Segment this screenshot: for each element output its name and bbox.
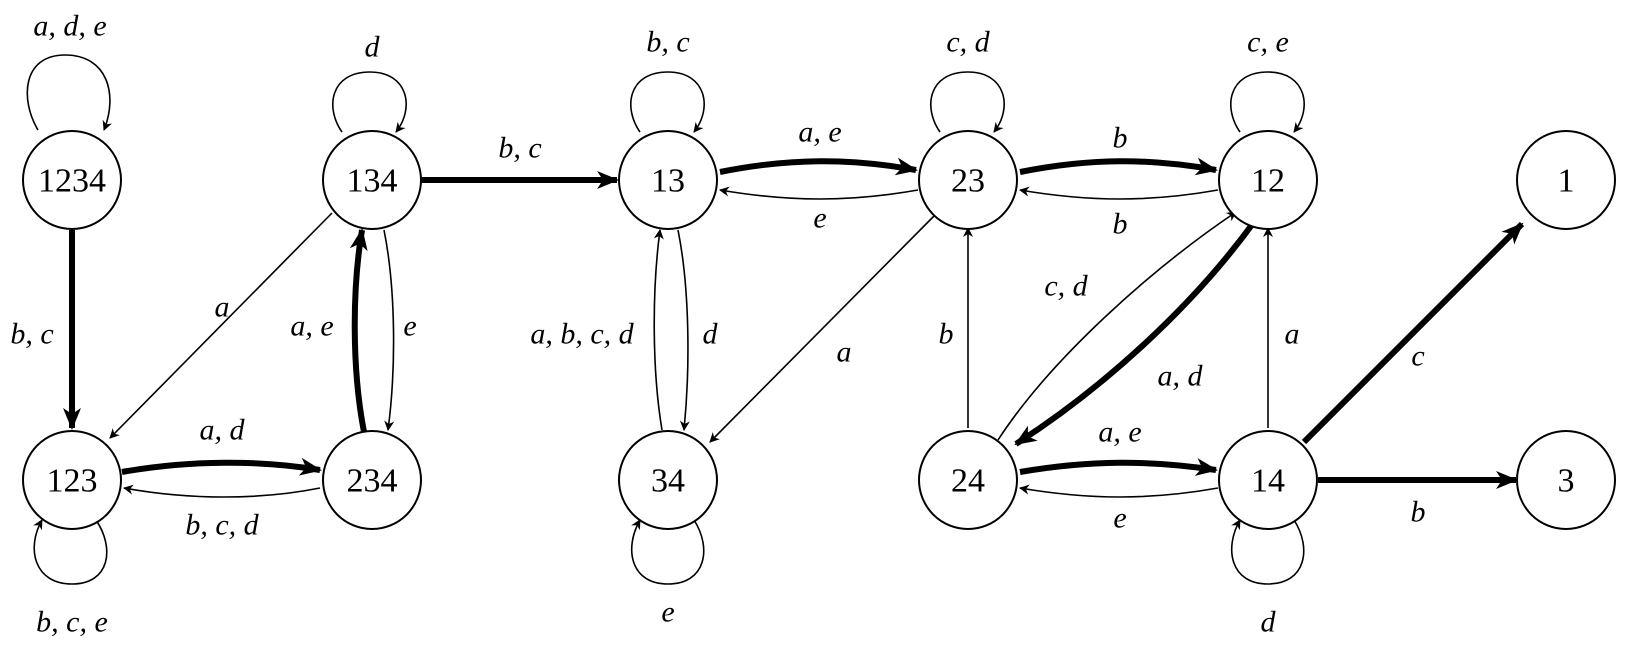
edge-234-to-134: a, e [290,228,368,433]
edge-label-14-12: a [1285,318,1300,351]
loop-14: d [1230,519,1305,639]
edge-label-134-123: a [215,291,230,324]
node-13: 13 [618,130,718,230]
edge-label-23-13: e [813,202,826,235]
edge-14-to-24: e [1019,484,1219,535]
node-23: 23 [918,130,1018,230]
node-label-1: 1 [1558,163,1575,200]
edge-14-to-12: a [1263,227,1300,428]
node-label-34: 34 [651,463,685,500]
edge-label-1234-123: b, c [10,318,53,351]
edge-label-loop-134: d [365,31,381,64]
edge-1234-to-123: b, c [10,230,81,430]
edge-label-24-12: c, d [1044,270,1088,303]
node-label-12: 12 [1251,163,1285,200]
node-3: 3 [1516,430,1616,530]
node-14: 14 [1218,430,1318,530]
node-label-234: 234 [347,463,398,500]
edge-label-13-34: d [703,318,719,351]
edge-label-12-23: b [1113,208,1128,241]
edge-label-loop-14: d [1261,606,1277,639]
edge-24-to-14: a, e [1019,416,1218,476]
node-134: 134 [322,130,422,230]
node-label-134: 134 [347,163,398,200]
node-label-13: 13 [651,163,685,200]
edge-label-24-23: b [939,318,954,351]
edge-label-34-13: a, b, c, d [530,318,634,351]
edge-12-to-24: a, d [1014,220,1257,447]
edge-label-234-123: b, c, d [185,509,259,542]
edge-label-loop-34: e [661,596,674,629]
edge-label-134-13: b, c [498,132,541,165]
node-label-24: 24 [951,463,985,500]
edge-label-loop-23: c, d [946,26,990,59]
edge-label-14-24: e [1113,502,1126,535]
edge-label-loop-123: b, c, e [36,606,108,639]
edge-label-23-12: b [1113,122,1128,155]
node-label-14: 14 [1251,463,1285,500]
loop-23: c, d [930,26,1005,133]
edge-label-12-24: a, d [1158,360,1204,393]
edge-13-to-34: d [677,229,719,431]
loop-134: d [332,31,407,133]
edge-24-to-23: b [939,227,973,428]
edge-123-to-234: a, d [121,414,322,476]
edge-label-23-34: a [837,336,852,369]
edge-234-to-123: b, c, d [123,484,321,542]
node-label-3: 3 [1558,463,1575,500]
loop-1234: a, d, e [26,10,112,131]
node-123: 123 [22,430,122,530]
node-34: 34 [618,430,718,530]
loop-13: b, c [630,26,705,133]
edge-23-to-12: b [1019,122,1218,176]
node-12: 12 [1218,130,1318,230]
edge-24-to-12: c, d [997,211,1237,441]
edge-134-to-234: e [383,229,417,431]
edge-14-to-1: c [1301,221,1525,445]
node-label-123: 123 [47,463,98,500]
edge-13-to-23: a, e [719,116,918,176]
loop-34: e [630,519,705,629]
edge-label-134-234: e [403,310,416,343]
edge-23-to-13: e [719,186,919,235]
node-label-1234: 1234 [38,163,106,200]
edge-label-loop-1234: a, d, e [33,10,106,43]
edge-134-to-123: a [109,212,333,439]
node-label-23: 23 [951,163,985,200]
edge-label-123-234: a, d [200,414,246,447]
loop-12: c, e [1230,26,1305,133]
node-1: 1 [1516,130,1616,230]
node-1234: 1234 [22,130,122,230]
node-234: 234 [322,430,422,530]
node-24: 24 [918,430,1018,530]
edge-label-234-134: a, e [290,310,333,343]
edge-label-24-14: a, e [1098,416,1141,449]
edge-label-14-3: b [1411,496,1426,529]
loop-123: b, c, e [33,519,108,639]
edge-label-loop-12: c, e [1247,26,1289,59]
edge-23-to-34: a [709,215,935,443]
edge-label-13-23: a, e [798,116,841,149]
edge-134-to-13: b, c [418,132,619,189]
edge-label-loop-13: b, c [646,26,689,59]
edge-12-to-23: b [1019,186,1219,241]
edge-label-14-1: c [1411,340,1424,373]
edge-34-to-13: a, b, c, d [530,229,664,431]
edge-14-to-3: b [1318,471,1518,529]
